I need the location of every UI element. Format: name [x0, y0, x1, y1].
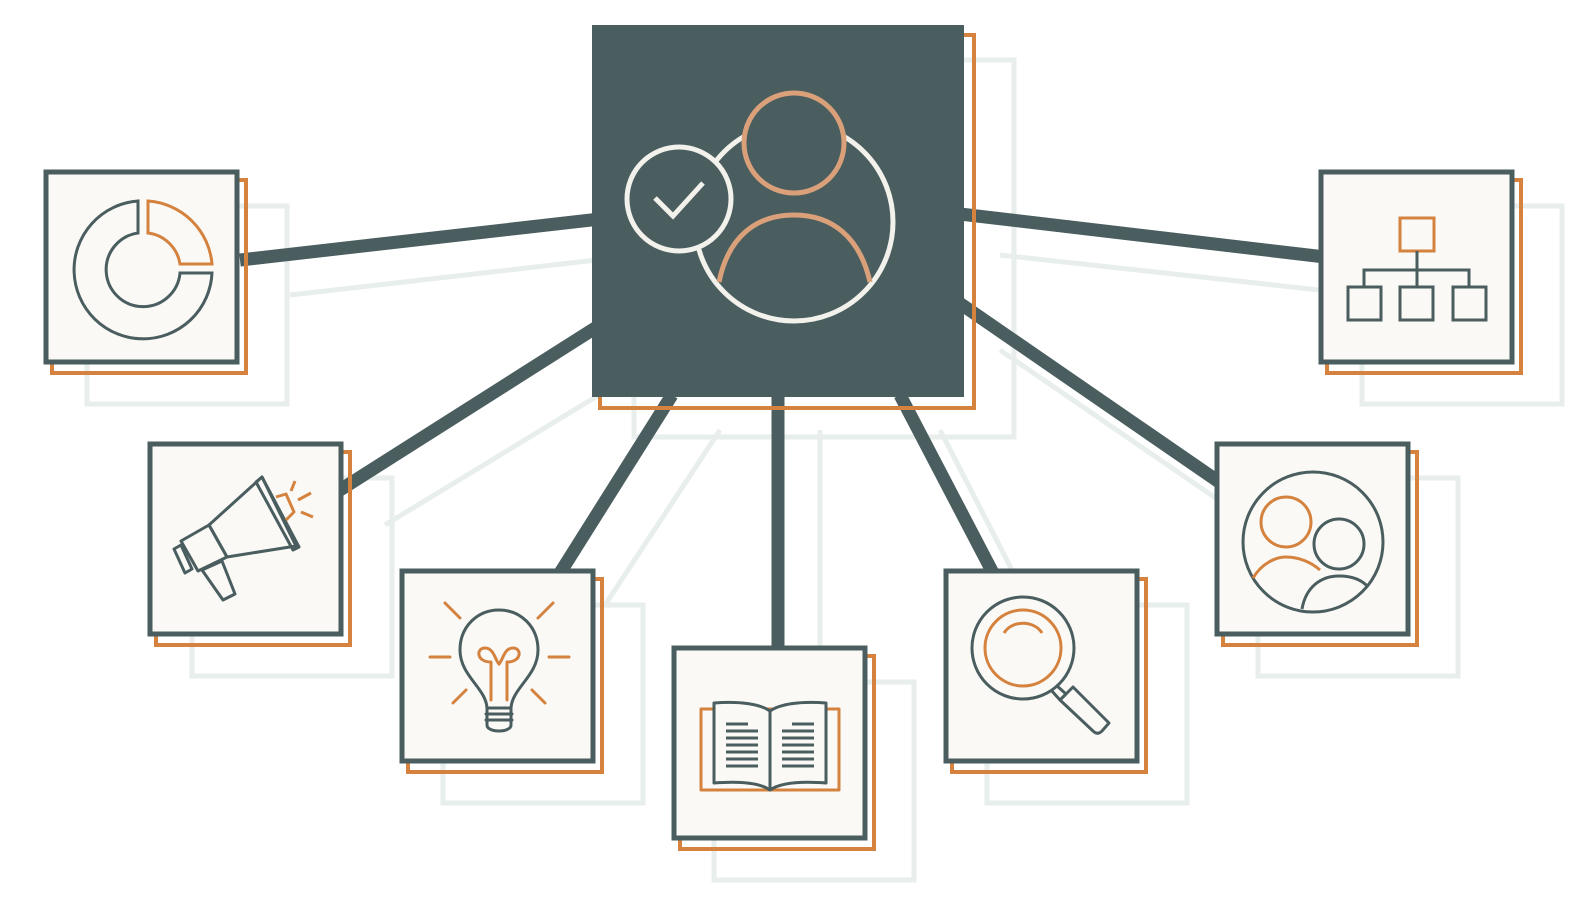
- connectors: [239, 207, 1326, 650]
- node-analytics: [43, 169, 248, 375]
- connector-marketing: [336, 319, 604, 496]
- node-organization: [1318, 169, 1523, 375]
- donut-chart-icon: [72, 199, 214, 341]
- connector-analytics: [239, 212, 601, 267]
- node-ideas: [399, 568, 604, 774]
- connector-organization: [959, 207, 1326, 264]
- user-group-icon: [1241, 470, 1385, 614]
- node-knowledge: [671, 645, 876, 851]
- node-community: [1214, 441, 1419, 647]
- hub-node: [592, 25, 976, 410]
- megaphone-icon: [172, 475, 314, 602]
- node-research: [943, 568, 1148, 774]
- node-marketing: [147, 441, 352, 647]
- lightbulb-icon: [428, 601, 571, 733]
- verified-user-icon: [624, 90, 896, 324]
- org-chart-icon: [1346, 216, 1488, 322]
- marketing-card: [147, 441, 344, 637]
- connector-community: [951, 294, 1226, 490]
- magnifying-glass-icon: [970, 595, 1111, 735]
- connector-research: [894, 391, 999, 577]
- analytics-card: [43, 169, 240, 365]
- connector-ideas: [554, 391, 678, 577]
- ideas-card: [399, 568, 596, 764]
- community-card: [1214, 441, 1411, 637]
- open-book-icon: [699, 700, 841, 792]
